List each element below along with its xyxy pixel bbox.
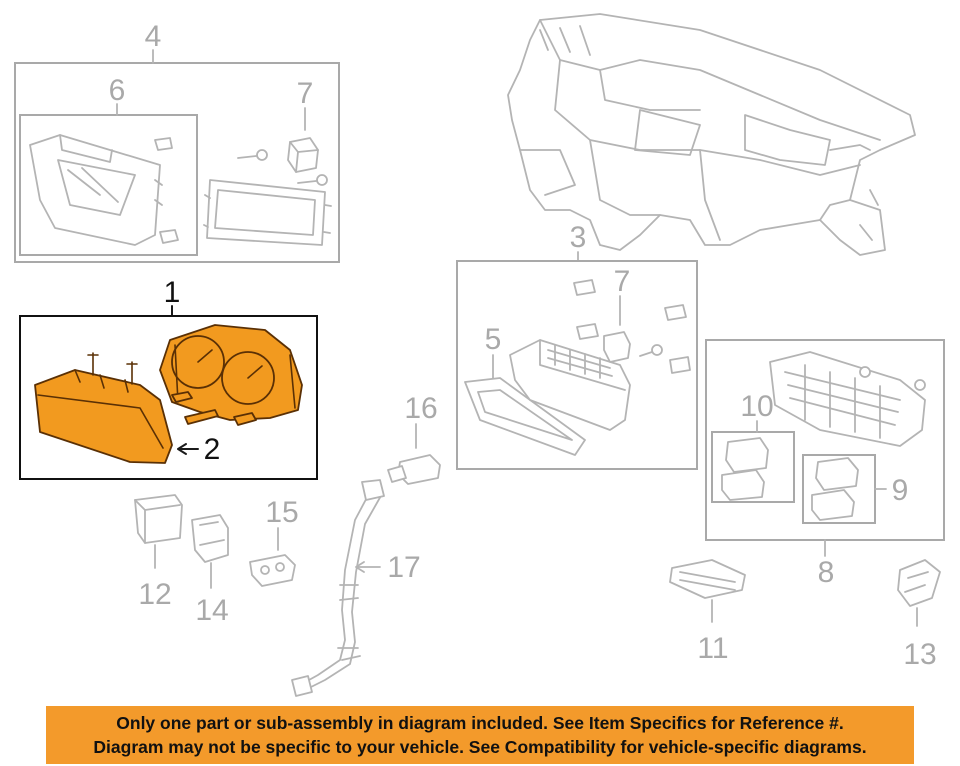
callout-4: 4 [145,20,162,53]
clip-15-drawing [249,554,296,587]
connector-7-drawing [287,137,319,173]
group-3-box [456,260,698,470]
group-6-box [19,103,198,256]
callout-9: 9 [892,474,909,507]
callout-10: 10 [740,390,773,423]
callout-1: 1 [164,276,181,309]
screw-drawing [237,149,328,186]
climate-control-unit-drawing [769,351,926,447]
callout-12: 12 [138,578,171,611]
callout-13: 13 [903,638,936,671]
dashboard-panel-drawing [507,13,916,256]
switch-10-drawing [721,437,769,501]
socket-16-drawing [387,454,441,485]
audio-unit-drawing [509,279,691,431]
display-unit-drawing [203,179,332,246]
switch-9-drawing [811,457,859,521]
switch-12-drawing [134,494,183,544]
group-9-box [802,454,876,524]
glass-panel-5-drawing [464,377,586,456]
display-bezel-drawing [29,134,179,246]
callout-3: 3 [570,221,587,254]
callout-7-top: 7 [297,77,314,110]
disclaimer-line-2: Diagram may not be specific to your vehi… [93,737,867,757]
group-4-box [14,49,340,263]
callout-6: 6 [109,74,126,107]
callout-5: 5 [485,323,502,356]
callout-2: 2 [204,433,221,466]
group-1-box [19,315,318,480]
disclaimer-line-1: Only one part or sub-assembly in diagram… [116,713,844,733]
hose-17-drawing [291,479,385,697]
callout-2-arrow [177,443,199,455]
callout-16: 16 [404,392,437,425]
disclaimer-banner: Only one part or sub-assembly in diagram… [46,706,914,764]
callout-11: 11 [697,632,728,665]
sensor-13-drawing [897,559,941,607]
callout-8: 8 [818,556,835,589]
callout-15: 15 [265,496,298,529]
switch-11-drawing [669,559,746,599]
bracket-14-drawing [191,514,229,563]
instrument-cluster-drawing [34,324,303,464]
callout-17: 17 [387,551,420,584]
callout-7-mid: 7 [614,265,631,298]
group-8-box [705,339,945,541]
callout-14: 14 [195,594,228,627]
group-10-box [711,431,795,503]
